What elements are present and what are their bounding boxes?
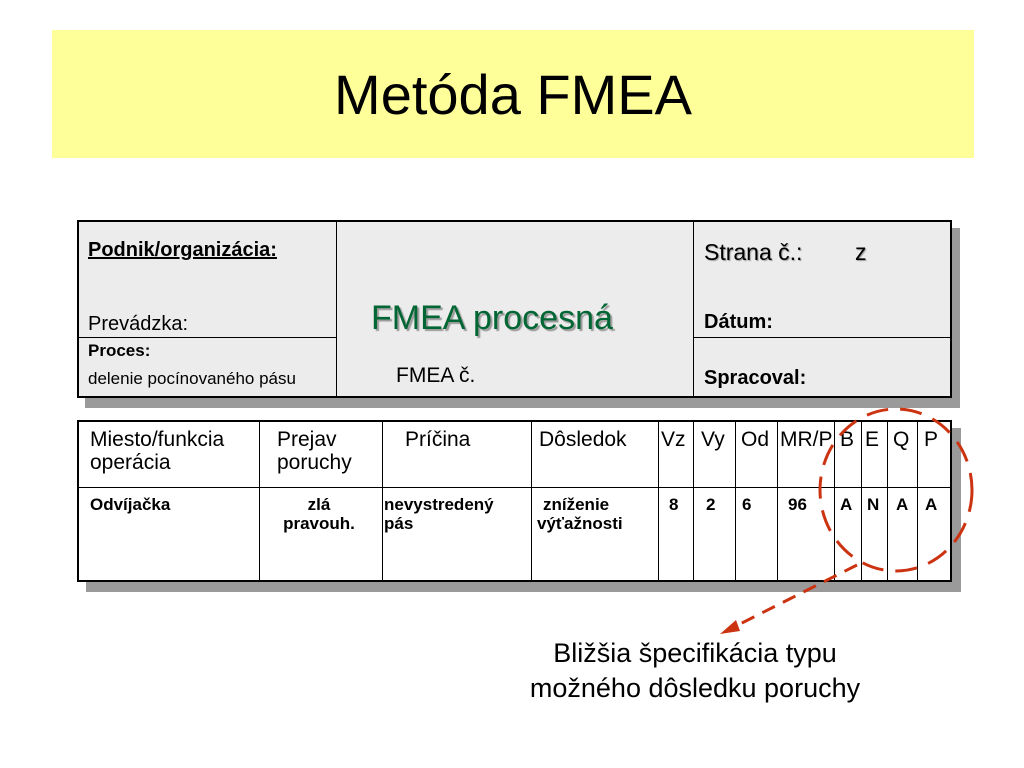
annotation-text: Bližšia špecifikácia typu možného dôsled…	[500, 636, 890, 706]
table-header-rule	[79, 487, 950, 488]
page-label: Strana č.:	[704, 239, 803, 265]
col-divider	[834, 422, 835, 580]
cell-e: N	[867, 495, 880, 514]
fmea-number-label: FMEA č.	[396, 364, 476, 387]
annotation-arrow-head	[720, 620, 740, 634]
prepared-by-label: Spracoval:	[704, 367, 807, 389]
col-header-mrp: MR/P	[780, 428, 833, 451]
col-divider	[531, 422, 532, 580]
col-header-vz: Vz	[661, 428, 686, 451]
col-header-q: Q	[893, 428, 910, 451]
header-rule-left	[79, 337, 336, 338]
cell-p: A	[925, 495, 938, 514]
annotation-line: možného dôsledku poruchy	[529, 673, 861, 704]
col-divider	[382, 422, 383, 580]
process-label: Proces:	[88, 341, 151, 360]
cell-line: pravouh.	[283, 513, 355, 533]
cell-location: Odvíjačka	[90, 495, 171, 514]
cell-line: výťažnosti	[537, 513, 623, 533]
cell-b: A	[840, 495, 853, 514]
form-title: FMEA procesná	[371, 299, 613, 337]
col-header-p: P	[924, 428, 939, 451]
cell-failure-mode: zlá pravouh.	[269, 495, 369, 533]
title-band: Metóda FMEA	[52, 30, 974, 158]
col-header-cause: Príčina	[405, 428, 471, 451]
process-value: delenie pocínovaného pásu	[88, 369, 296, 388]
annotation-line: Bližšia špecifikácia typu	[553, 638, 837, 668]
col-header-od: Od	[741, 428, 770, 451]
cell-od: 6	[742, 495, 752, 514]
col-header-effect: Dôsledok	[539, 428, 627, 451]
col-header-line: Miesto/funkcia	[90, 428, 225, 451]
col-divider	[887, 422, 888, 580]
cell-effect: zníženie výťažnosti	[537, 495, 623, 533]
cell-vy: 2	[706, 495, 716, 514]
col-header-line: operácia	[90, 451, 171, 475]
col-header-line: Prejav	[277, 428, 337, 451]
cell-mrp: 96	[788, 495, 807, 514]
cell-line: pás	[384, 513, 414, 533]
col-divider	[735, 422, 736, 580]
col-header-line: poruchy	[277, 451, 352, 475]
col-divider	[777, 422, 778, 580]
col-header-vy: Vy	[701, 428, 725, 451]
header-divider-left	[336, 222, 337, 396]
fmea-header-form: Podnik/organizácia: Prevádzka: Proces: d…	[77, 220, 952, 398]
page-of: z	[855, 239, 867, 265]
cell-line: zlá	[307, 495, 331, 514]
company-label: Podnik/organizácia:	[88, 239, 277, 261]
cell-q: A	[896, 495, 909, 514]
cell-vz: 8	[669, 495, 679, 514]
header-divider-right	[693, 222, 694, 396]
date-label: Dátum:	[704, 311, 773, 333]
col-divider	[861, 422, 862, 580]
fmea-table: Miesto/funkcia operácia Prejav poruchy P…	[77, 420, 952, 582]
col-header-failure-mode: Prejav poruchy	[277, 428, 352, 474]
header-rule-right	[693, 337, 950, 338]
cell-line: nevystredený	[384, 495, 494, 514]
plant-label: Prevádzka:	[88, 313, 189, 335]
col-header-b: B	[840, 428, 855, 451]
col-header-location: Miesto/funkcia operácia	[90, 428, 224, 474]
annotation-arrow-line	[727, 563, 858, 632]
slide-title: Metóda FMEA	[334, 62, 692, 126]
col-divider	[693, 422, 694, 580]
cell-cause: nevystredený pás	[384, 495, 494, 533]
highlight-ellipse	[818, 407, 974, 573]
cell-line: zníženie	[543, 495, 610, 514]
col-divider	[658, 422, 659, 580]
col-divider	[917, 422, 918, 580]
col-header-e: E	[865, 428, 880, 451]
col-divider	[259, 422, 260, 580]
